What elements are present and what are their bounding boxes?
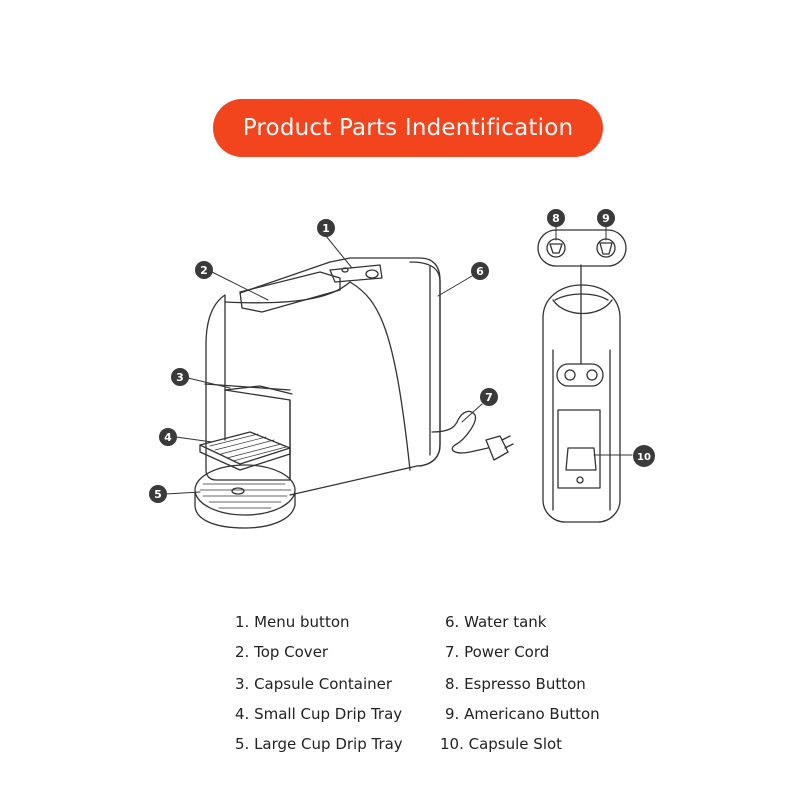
machine-top-outline xyxy=(239,257,441,496)
legend-item-6: 6. Water tank xyxy=(445,613,547,631)
front-americano-button xyxy=(586,369,598,381)
front-body xyxy=(542,284,621,523)
water-tank xyxy=(409,261,441,467)
front-inner-curve xyxy=(554,293,609,301)
callout-label-2: 2 xyxy=(200,264,208,277)
title-banner: Product Parts Indentification xyxy=(213,99,603,157)
callout-10: 10 xyxy=(633,445,655,467)
leader-lines xyxy=(165,226,633,495)
callout-label-1: 1 xyxy=(322,222,330,235)
callout-7: 7 xyxy=(480,388,498,406)
capsule-slot-frame xyxy=(557,409,601,489)
machine-body-outline xyxy=(205,294,291,481)
espresso-cup-icon xyxy=(546,238,566,258)
callout-8: 8 xyxy=(547,209,565,227)
americano-cup-icon xyxy=(596,238,616,258)
spout-recess xyxy=(224,385,293,479)
callout-4: 4 xyxy=(159,428,177,446)
callout-label-10: 10 xyxy=(637,452,651,463)
legend-item-9: 9. Americano Button xyxy=(445,705,600,723)
power-cord xyxy=(431,410,489,454)
callout-9: 9 xyxy=(597,209,615,227)
callout-label-6: 6 xyxy=(476,265,484,278)
large-drip-tray xyxy=(194,464,296,516)
large-drip-tray-grid xyxy=(199,483,292,509)
power-plug xyxy=(485,435,509,461)
callout-label-3: 3 xyxy=(176,371,184,384)
legend-item-1: 1. Menu button xyxy=(235,613,350,631)
capsule-slot xyxy=(565,447,597,471)
button-panel-zoom xyxy=(537,229,627,267)
machine-side-view xyxy=(194,257,514,529)
front-espresso-button xyxy=(564,369,576,381)
legend-item-10: 10. Capsule Slot xyxy=(440,735,563,753)
small-drip-tray-grid xyxy=(209,433,287,462)
base-front xyxy=(194,492,296,529)
legend-item-2: 2. Top Cover xyxy=(235,643,329,661)
legend-item-5: 5. Large Cup Drip Tray xyxy=(235,735,403,753)
callout-1: 1 xyxy=(317,219,335,237)
callout-3: 3 xyxy=(171,368,189,386)
callout-label-8: 8 xyxy=(552,212,560,225)
callout-6: 6 xyxy=(471,262,489,280)
machine-front-curve xyxy=(224,281,411,471)
page-title: Product Parts Indentification xyxy=(242,115,574,141)
front-top-cap xyxy=(552,299,613,314)
callout-label-5: 5 xyxy=(154,488,162,501)
callout-label-9: 9 xyxy=(602,212,610,225)
callout-label-4: 4 xyxy=(164,431,172,444)
menu-strip xyxy=(329,264,383,283)
menu-button-shape xyxy=(365,269,379,279)
front-button-panel xyxy=(556,363,604,387)
callout-5: 5 xyxy=(149,485,167,503)
machine-front-view xyxy=(542,264,621,523)
callout-2: 2 xyxy=(195,261,213,279)
legend-item-7: 7. Power Cord xyxy=(445,643,550,661)
legend-item-3: 3. Capsule Container xyxy=(235,675,393,693)
menu-button-small xyxy=(341,267,349,273)
zoom-panel xyxy=(537,229,627,267)
legend-item-4: 4. Small Cup Drip Tray xyxy=(235,705,403,723)
callout-label-7: 7 xyxy=(485,391,493,404)
legend-item-8: 8. Espresso Button xyxy=(445,675,586,693)
top-cover xyxy=(239,271,341,313)
